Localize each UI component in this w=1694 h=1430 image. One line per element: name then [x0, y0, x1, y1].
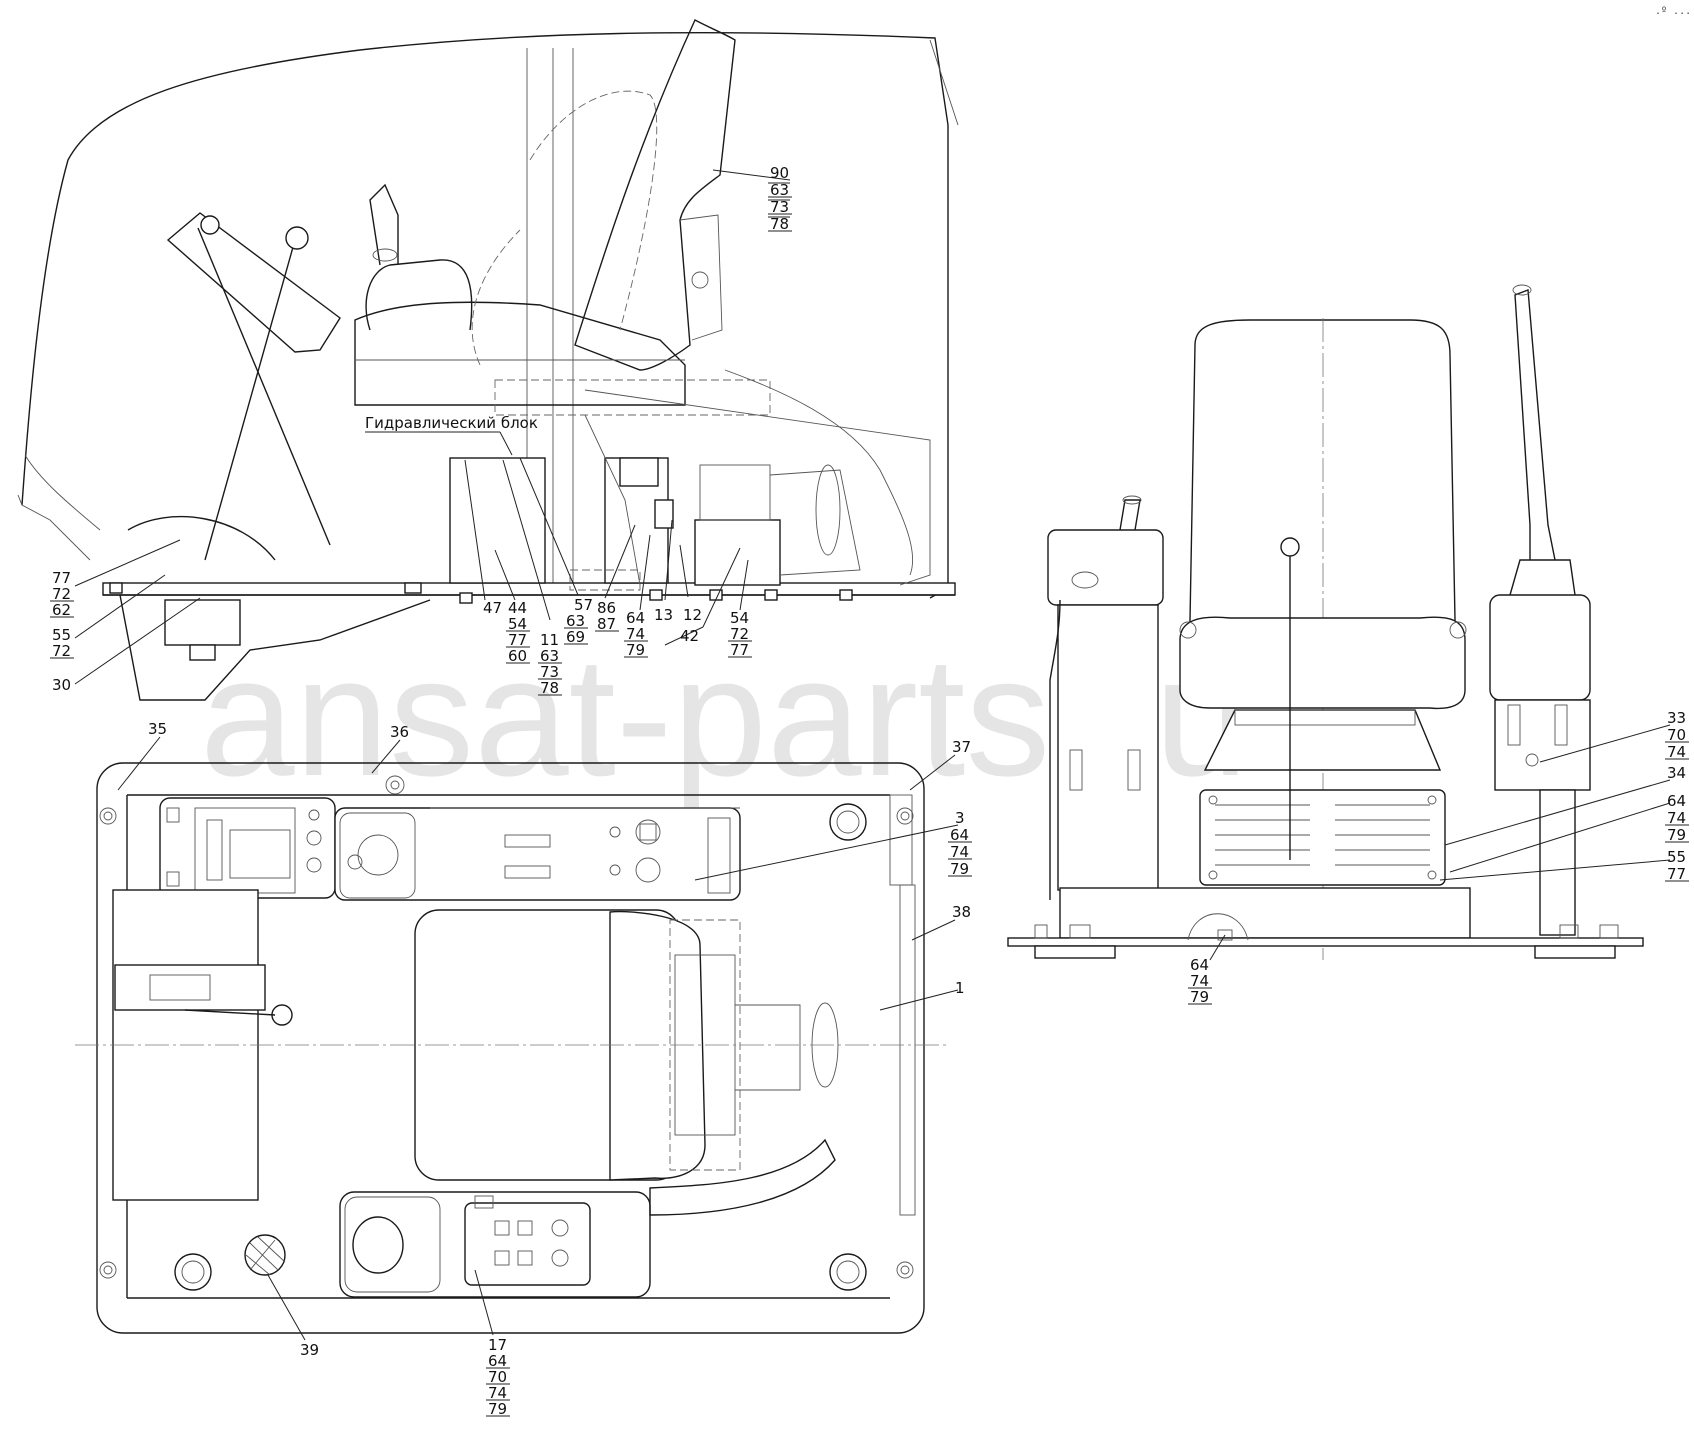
svg-text:37: 37	[952, 738, 971, 756]
svg-text:55: 55	[1667, 848, 1686, 866]
callout-86: 86 87	[595, 524, 636, 633]
svg-text:70: 70	[488, 1368, 507, 1386]
callout-64-front: 64 74 79	[1449, 792, 1689, 873]
callout-11: 11 63 73 78	[502, 459, 562, 697]
callout-64-side: 64 74 79	[624, 534, 651, 659]
svg-text:42: 42	[680, 627, 699, 645]
svg-text:72: 72	[52, 642, 71, 660]
svg-text:64: 64	[626, 609, 645, 627]
svg-text:73: 73	[770, 198, 789, 216]
svg-text:69: 69	[566, 628, 585, 646]
svg-text:64: 64	[1667, 792, 1686, 810]
svg-text:34: 34	[1667, 764, 1686, 782]
svg-text:87: 87	[597, 615, 616, 633]
svg-text:57: 57	[574, 596, 593, 614]
svg-text:36: 36	[390, 723, 409, 741]
svg-text:44: 44	[508, 599, 527, 617]
svg-text:54: 54	[508, 615, 527, 633]
svg-text:63: 63	[540, 647, 559, 665]
side-view	[17, 19, 959, 701]
svg-text:74: 74	[1667, 743, 1686, 761]
callout-55: 55 72	[50, 574, 166, 660]
svg-text:79: 79	[1667, 826, 1686, 844]
svg-text:54: 54	[730, 609, 749, 627]
svg-text:74: 74	[1190, 972, 1209, 990]
callout-34: 34	[1444, 764, 1686, 846]
svg-text:38: 38	[952, 903, 971, 921]
svg-text:30: 30	[52, 676, 71, 694]
top-view	[75, 762, 948, 1334]
svg-text:79: 79	[1190, 988, 1209, 1006]
callout-30: 30	[52, 597, 201, 694]
svg-text:62: 62	[52, 601, 71, 619]
corner-mark: .º ...	[1655, 6, 1691, 17]
svg-text:13: 13	[654, 606, 673, 624]
callout-42: 42	[664, 547, 741, 646]
callout-44: 44 54 77 60	[494, 549, 530, 665]
svg-text:79: 79	[950, 860, 969, 878]
svg-text:64: 64	[1190, 956, 1209, 974]
svg-text:74: 74	[488, 1384, 507, 1402]
callout-36: 36	[371, 723, 409, 774]
svg-text:74: 74	[626, 625, 645, 643]
callout-54: 54 72 77	[728, 559, 752, 659]
svg-text:72: 72	[730, 625, 749, 643]
svg-text:47: 47	[483, 599, 502, 617]
svg-text:60: 60	[508, 647, 527, 665]
svg-text:63: 63	[770, 181, 789, 199]
svg-text:35: 35	[148, 720, 167, 738]
svg-text:70: 70	[1667, 726, 1686, 744]
svg-text:86: 86	[597, 599, 616, 617]
svg-text:90: 90	[770, 164, 789, 182]
svg-text:63: 63	[566, 612, 585, 630]
svg-text:3: 3	[955, 809, 965, 827]
callout-33: 33 70 74	[1539, 709, 1689, 763]
svg-text:74: 74	[1667, 809, 1686, 827]
callout-3: 3 64 74 79	[694, 809, 972, 881]
svg-text:78: 78	[770, 215, 789, 233]
callout-38: 38	[911, 903, 971, 941]
svg-text:11: 11	[540, 631, 559, 649]
svg-text:77: 77	[1667, 865, 1686, 883]
svg-text:12: 12	[683, 606, 702, 624]
callout-39: 39	[267, 1274, 319, 1359]
svg-text:64: 64	[488, 1352, 507, 1370]
callout-77: 77 72 62	[50, 539, 181, 619]
callout-37: 37	[909, 738, 971, 791]
svg-text:33: 33	[1667, 709, 1686, 727]
svg-text:74: 74	[950, 843, 969, 861]
callout-47: 47	[464, 459, 502, 617]
svg-text:79: 79	[488, 1400, 507, 1418]
callout-12: 12	[679, 544, 702, 624]
svg-text:1: 1	[955, 979, 965, 997]
svg-text:73: 73	[540, 663, 559, 681]
callout-13: 13	[654, 519, 673, 624]
svg-text:39: 39	[300, 1341, 319, 1359]
svg-text:77: 77	[730, 641, 749, 659]
callout-1: 1	[879, 979, 965, 1011]
callout-90: 90 63 73 78	[712, 164, 792, 233]
callout-64-bottom: 64 74 79	[1188, 934, 1226, 1006]
svg-text:79: 79	[626, 641, 645, 659]
callout-17: 17 64 70 74 79	[474, 1269, 510, 1418]
front-view	[1007, 284, 1644, 960]
callout-55-front: 55 77	[1439, 848, 1689, 883]
svg-text:77: 77	[52, 569, 71, 587]
svg-text:77: 77	[508, 631, 527, 649]
svg-text:78: 78	[540, 679, 559, 697]
callout-35: 35	[117, 720, 167, 791]
svg-text:55: 55	[52, 626, 71, 644]
svg-text:17: 17	[488, 1336, 507, 1354]
callout-57: 57 63 69	[519, 457, 593, 646]
svg-text:64: 64	[950, 826, 969, 844]
hydraulic-block-label: Гидравлический блок	[365, 414, 538, 432]
svg-text:72: 72	[52, 585, 71, 603]
